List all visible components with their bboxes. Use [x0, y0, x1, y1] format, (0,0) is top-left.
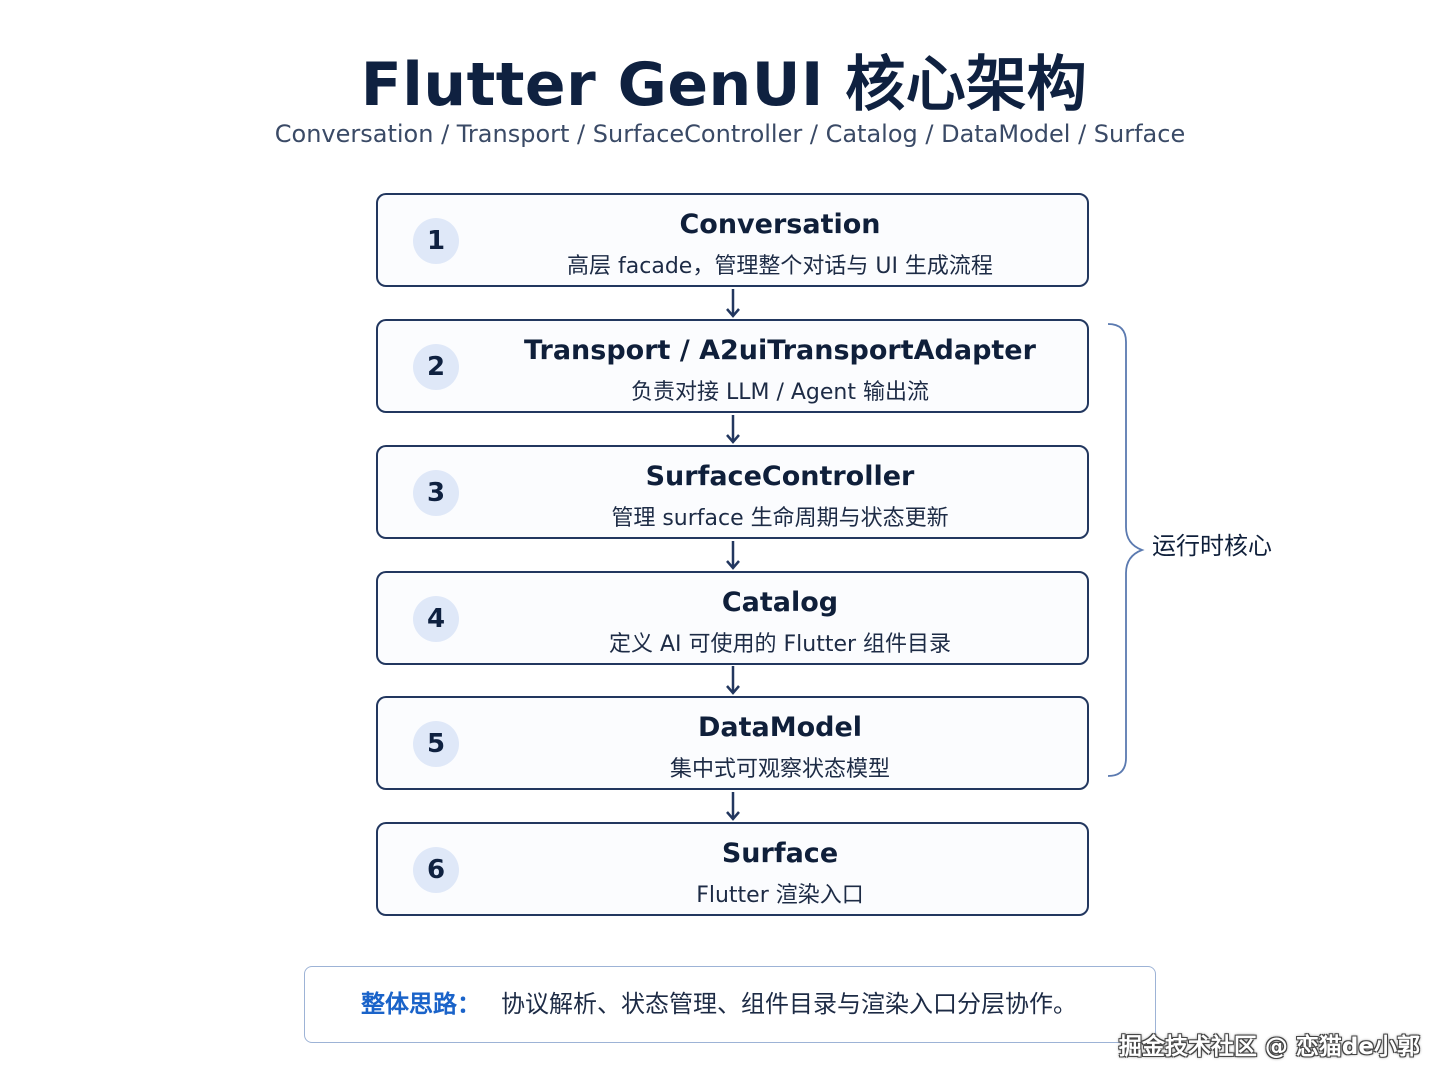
page-title: Flutter GenUI 核心架构 [360, 50, 1088, 120]
layer-description: 集中式可观察状态模型 [669, 757, 890, 782]
down-arrow-icon [724, 792, 742, 822]
down-arrow-icon [724, 289, 742, 319]
layer-name: Surface [721, 838, 839, 869]
layer-number-badge: 4 [413, 596, 459, 642]
layer-number-badge: 6 [413, 847, 459, 893]
layer-name: Conversation [679, 209, 881, 240]
layer-name: Transport / A2uiTransportAdapter [524, 335, 1036, 366]
watermark: 掘金技术社区 @ 恋猫de小郭 [1118, 1034, 1420, 1060]
layer-number-badge: 2 [413, 344, 459, 390]
layer-box-transport: 2 Transport / A2uiTransportAdapter 负责对接 … [376, 319, 1089, 413]
summary-box: 整体思路： 协议解析、状态管理、组件目录与渲染入口分层协作。 [304, 966, 1156, 1043]
layer-description: Flutter 渲染入口 [696, 883, 864, 908]
runtime-core-bracket [1104, 322, 1148, 778]
layer-number-badge: 5 [413, 721, 459, 767]
layer-box-surface: 6 Surface Flutter 渲染入口 [376, 822, 1089, 916]
layer-name: SurfaceController [645, 461, 915, 492]
layer-number-badge: 1 [413, 218, 459, 264]
layer-box-conversation: 1 Conversation 高层 facade，管理整个对话与 UI 生成流程 [376, 193, 1089, 287]
layer-description: 负责对接 LLM / Agent 输出流 [631, 380, 929, 405]
down-arrow-icon [724, 415, 742, 445]
layer-name: Catalog [721, 587, 839, 618]
page-subtitle: Conversation / Transport / SurfaceContro… [274, 120, 1186, 148]
runtime-core-label: 运行时核心 [1152, 532, 1272, 560]
layer-description: 定义 AI 可使用的 Flutter 组件目录 [608, 632, 952, 657]
layer-description: 管理 surface 生命周期与状态更新 [611, 506, 949, 531]
layer-box-data-model: 5 DataModel 集中式可观察状态模型 [376, 696, 1089, 790]
down-arrow-icon [724, 541, 742, 571]
summary-text: 协议解析、状态管理、组件目录与渲染入口分层协作。 [501, 990, 1077, 1018]
down-arrow-icon [724, 666, 742, 696]
layer-box-catalog: 4 Catalog 定义 AI 可使用的 Flutter 组件目录 [376, 571, 1089, 665]
layer-description: 高层 facade，管理整个对话与 UI 生成流程 [567, 254, 993, 279]
layer-box-surface-controller: 3 SurfaceController 管理 surface 生命周期与状态更新 [376, 445, 1089, 539]
summary-label: 整体思路： [361, 990, 481, 1018]
layer-name: DataModel [697, 712, 863, 743]
layer-number-badge: 3 [413, 470, 459, 516]
